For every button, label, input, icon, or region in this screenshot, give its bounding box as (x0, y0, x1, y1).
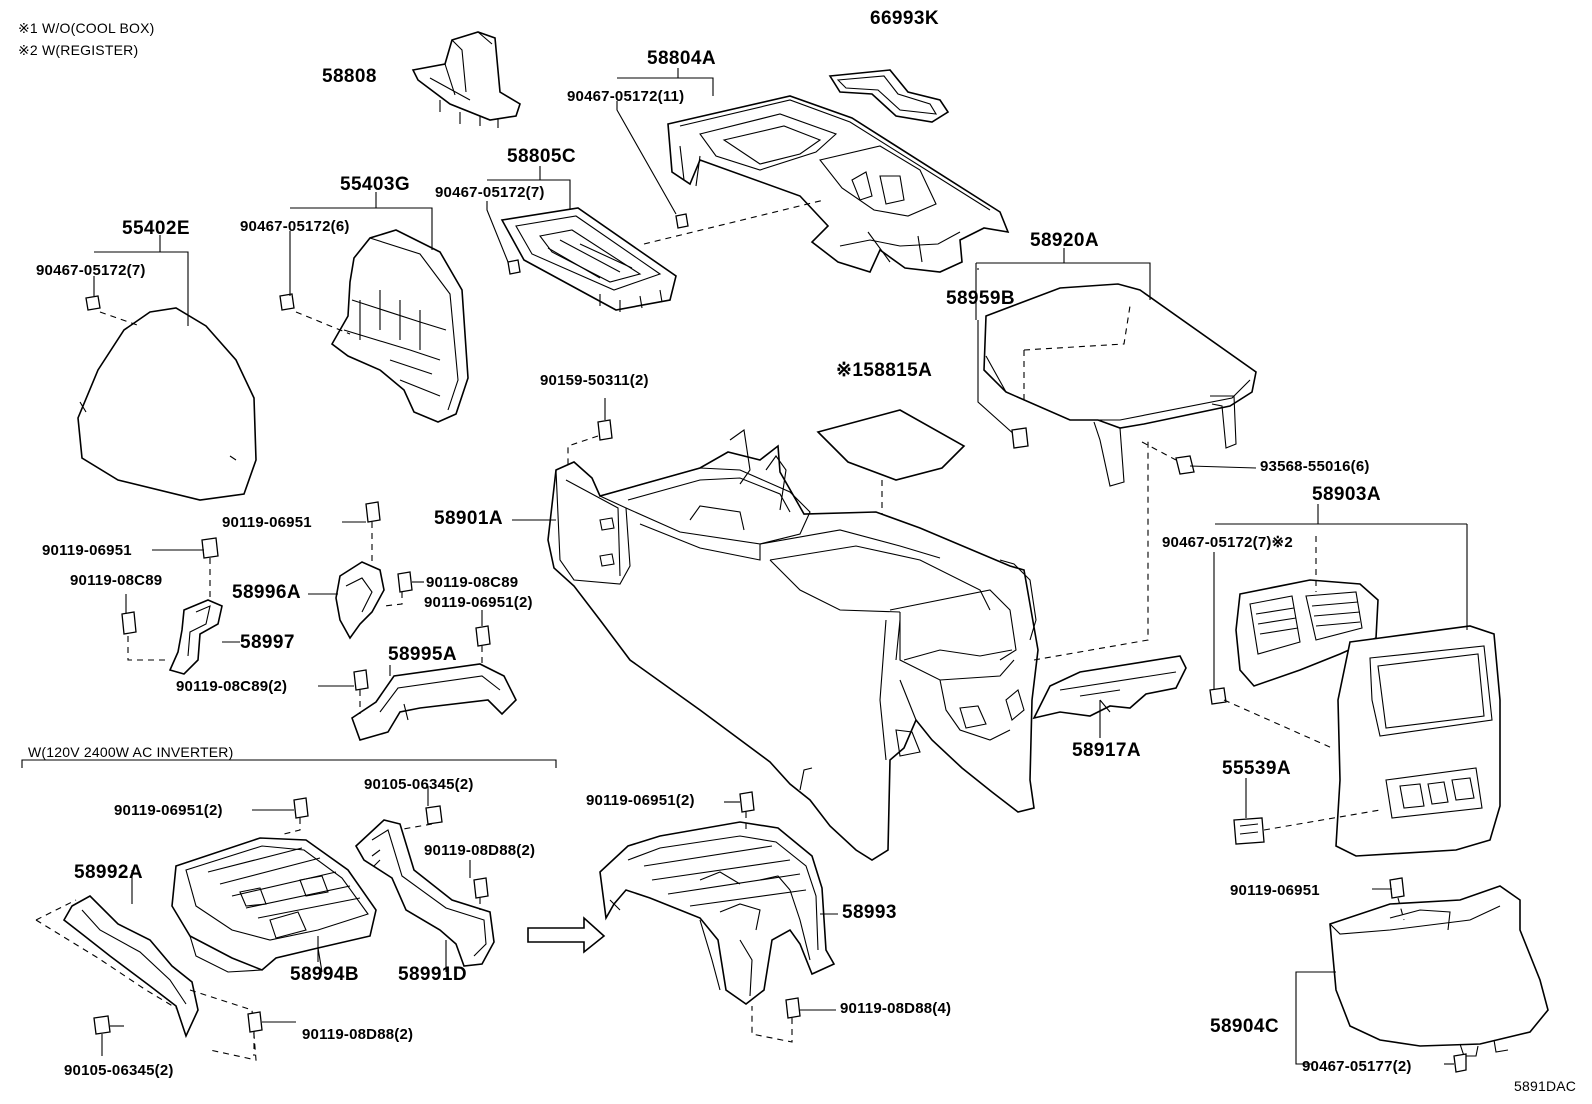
part-58901A-drawing (547, 429, 1039, 861)
label-58995A[interactable]: 58995A (388, 644, 457, 665)
label-90119-08D88-2a[interactable]: 90119-08D88(2) (424, 842, 536, 859)
label-90119-06951-2c[interactable]: 90119-06951(2) (586, 792, 695, 809)
label-90467-05177[interactable]: 90467-05177(2) (1302, 1058, 1412, 1075)
label-90119-06951-b[interactable]: 90119-06951 (42, 542, 132, 559)
label-58903A-screw[interactable]: 90467-05172(7)※2 (1162, 534, 1293, 551)
label-90119-06951-c[interactable]: 90119-06951 (1230, 882, 1320, 899)
label-58917A[interactable]: 58917A (1072, 740, 1141, 761)
part-58994B-drawing (171, 837, 377, 973)
part-58808-drawing (411, 31, 521, 128)
label-90105-06345-2b[interactable]: 90105-06345(2) (64, 1062, 174, 1079)
label-58993[interactable]: 58993 (842, 902, 897, 923)
part-55402E-drawing (77, 295, 257, 501)
label-58901A[interactable]: 58901A (434, 508, 503, 529)
part-58991D-drawing (354, 819, 495, 967)
label-90119-06951-2b[interactable]: 90119-06951(2) (114, 802, 223, 819)
label-58904C[interactable]: 58904C (1210, 1016, 1279, 1037)
label-58920A[interactable]: 58920A (1030, 230, 1099, 251)
label-58991D[interactable]: 58991D (398, 964, 467, 985)
diagram-code: 5891DAC (1514, 1078, 1577, 1094)
note-ac-inverter: W(120V 2400W AC INVERTER) (28, 744, 234, 760)
part-58903A-drawing (1235, 579, 1501, 857)
note-register: ※2 W(REGISTER) (18, 42, 139, 58)
label-90119-08C89-a[interactable]: 90119-08C89 (70, 572, 163, 589)
part-66993K-drawing (828, 69, 950, 123)
label-58804A[interactable]: 58804A (647, 48, 716, 69)
label-58805C[interactable]: 58805C (507, 146, 576, 167)
part-55403G-drawing (279, 229, 469, 423)
label-58808[interactable]: 58808 (322, 66, 377, 87)
label-90119-06951-a[interactable]: 90119-06951 (222, 514, 312, 531)
label-93568-55016[interactable]: 93568-55016(6) (1260, 458, 1370, 475)
label-90105-06345-2a[interactable]: 90105-06345(2) (364, 776, 474, 793)
label-55539A[interactable]: 55539A (1222, 758, 1291, 779)
label-58994B[interactable]: 58994B (290, 964, 359, 985)
label-90119-08D88-2b[interactable]: 90119-08D88(2) (302, 1026, 414, 1043)
part-58904C-drawing (1329, 885, 1549, 1057)
part-58805C-drawing (500, 207, 677, 312)
label-55403G-screw[interactable]: 90467-05172(6) (240, 218, 350, 235)
label-58805C-screw[interactable]: 90467-05172(7) (435, 184, 545, 201)
label-90119-06951-2a[interactable]: 90119-06951(2) (424, 594, 533, 611)
label-90119-08C89-2[interactable]: 90119-08C89(2) (176, 678, 288, 695)
part-58995A-drawing (351, 663, 517, 741)
label-90119-08D88-4[interactable]: 90119-08D88(4) (840, 1000, 952, 1017)
part-58997-drawing (168, 599, 223, 675)
label-58903A[interactable]: 58903A (1312, 484, 1381, 505)
part-58993-drawing (599, 821, 836, 1005)
label-58804A-screw[interactable]: 90467-05172(11) (567, 88, 685, 105)
label-58997[interactable]: 58997 (240, 632, 295, 653)
label-58996A[interactable]: 58996A (232, 582, 301, 603)
label-66993K[interactable]: 66993K (870, 8, 939, 29)
label-55402E[interactable]: 55402E (122, 218, 190, 239)
part-58804A-drawing (667, 95, 1010, 273)
note-cool-box: ※1 W/O(COOL BOX) (18, 20, 155, 36)
label-90119-08C89-b[interactable]: 90119-08C89 (426, 574, 519, 591)
part-58815A-drawing (816, 409, 966, 481)
part-58920A-drawing (983, 283, 1257, 487)
part-58992A-drawing (62, 895, 199, 1039)
label-58815A[interactable]: ※158815A (836, 360, 933, 381)
label-58992A[interactable]: 58992A (74, 862, 143, 883)
label-90159-50311[interactable]: 90159-50311(2) (540, 372, 649, 389)
label-58959B[interactable]: 58959B (946, 288, 1015, 309)
part-58996A-drawing (335, 561, 385, 640)
part-58917A-drawing (1032, 655, 1187, 720)
label-55403G[interactable]: 55403G (340, 174, 411, 195)
label-55402E-screw[interactable]: 90467-05172(7) (36, 262, 146, 279)
